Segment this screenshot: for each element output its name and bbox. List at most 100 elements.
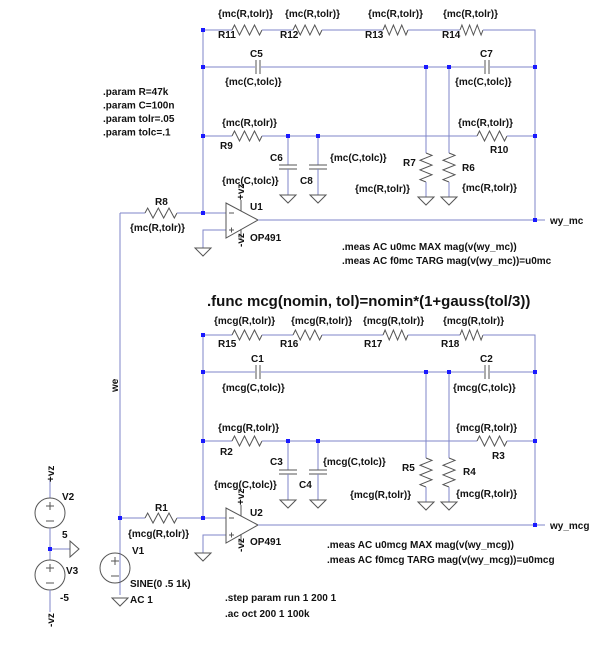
capacitor-C4[interactable] <box>309 469 327 475</box>
resistor-R13[interactable] <box>382 23 409 37</box>
capacitor-C7-gap <box>484 60 490 74</box>
capacitor-C5-gap <box>255 60 261 74</box>
resistor-R6[interactable] <box>441 152 457 183</box>
resistor-R11[interactable] <box>231 23 263 37</box>
label: {mc(R,tolr)} <box>368 9 423 20</box>
opamp-U1[interactable] <box>225 202 260 239</box>
capacitor-C6[interactable] <box>279 164 297 170</box>
label: .func mcg(nomin, tol)=nomin*(1+gauss(tol… <box>207 293 530 310</box>
label: R10 <box>490 145 509 156</box>
resistor-R15[interactable] <box>231 328 263 342</box>
capacitor-C2[interactable] <box>484 365 490 379</box>
ground-icon <box>69 539 80 559</box>
label: R12 <box>280 30 299 41</box>
label: SINE(0 .5 1k) <box>130 579 191 590</box>
wire[interactable] <box>202 534 226 553</box>
ground-icon <box>193 247 213 257</box>
capacitor-C1[interactable] <box>255 365 261 379</box>
label: OP491 <box>250 537 282 548</box>
label: {mcg(R,tolr)} <box>350 490 411 501</box>
resistor-R1[interactable] <box>144 511 178 525</box>
label: -vz <box>236 233 247 247</box>
label: {mcg(C,tolc)} <box>222 383 285 394</box>
label: wy_mcg <box>549 521 589 532</box>
resistor-R8[interactable] <box>144 206 178 220</box>
label: {mcg(R,tolr)} <box>214 316 275 327</box>
label: .param tolr=.05 <box>103 114 175 125</box>
label: C7 <box>480 49 493 60</box>
label: C2 <box>480 354 493 365</box>
label: we <box>110 378 121 393</box>
label: wy_mc <box>549 216 584 227</box>
wire[interactable] <box>483 29 536 220</box>
label: 5 <box>62 530 68 541</box>
resistor-R14[interactable] <box>459 23 484 37</box>
junction-node <box>286 439 290 443</box>
capacitor-C8[interactable] <box>309 164 327 170</box>
resistor-R17[interactable] <box>382 328 409 342</box>
voltage-source-V1[interactable] <box>99 552 131 584</box>
label: .param tolc=.1 <box>103 128 171 139</box>
resistor-R7[interactable] <box>418 152 434 183</box>
label: .meas AC f0mcg TARG mag(v(wy_mcg))=u0mcg <box>327 555 555 566</box>
label: {mcg(C,tolc)} <box>214 480 277 491</box>
junction-node <box>201 370 205 374</box>
resistor-R12[interactable] <box>292 23 323 37</box>
resistor-R4[interactable] <box>441 457 457 488</box>
capacitor-C3[interactable] <box>279 469 297 475</box>
label: +vz <box>236 184 247 200</box>
label: {mcg(R,tolr)} <box>291 316 352 327</box>
resistor-R18[interactable] <box>459 328 484 342</box>
label: {mc(R,tolr)} <box>355 184 410 195</box>
capacitor-C5[interactable] <box>255 60 261 74</box>
label: .meas AC u0mc MAX mag(v(wy_mc)) <box>342 242 517 253</box>
capacitor-C7[interactable] <box>484 60 490 74</box>
voltage-source-V1-polarity <box>111 557 119 577</box>
wire[interactable] <box>202 229 226 248</box>
label: V2 <box>62 492 75 503</box>
resistor-R5[interactable] <box>418 457 434 488</box>
label: {mcg(R,tolr)} <box>443 316 504 327</box>
label: C5 <box>250 49 263 60</box>
ground-icon <box>416 501 436 511</box>
junction-node <box>533 218 537 222</box>
junction-node <box>533 65 537 69</box>
resistor-R10[interactable] <box>476 129 508 143</box>
label: {mcg(R,tolr)} <box>218 423 279 434</box>
wire[interactable] <box>483 334 536 525</box>
label: .meas AC f0mc TARG mag(v(wy_mc))=u0mc <box>342 256 552 267</box>
resistor-R3[interactable] <box>476 434 508 448</box>
label: AC 1 <box>130 595 153 606</box>
junction-node <box>316 439 320 443</box>
label: .param R=47k <box>103 87 169 98</box>
ground-icon <box>439 501 459 511</box>
opamp-U1-pins <box>229 200 242 240</box>
label: .ac oct 200 1 100k <box>225 609 310 620</box>
label: -5 <box>60 593 69 604</box>
ground-icon <box>308 499 328 509</box>
ground-icon <box>308 194 328 204</box>
resistor-R16[interactable] <box>292 328 323 342</box>
label: +vz <box>46 466 57 482</box>
label: R18 <box>441 339 460 350</box>
label: R4 <box>463 467 476 478</box>
ground-icon <box>193 552 213 562</box>
label: C6 <box>270 153 283 164</box>
label: {mcg(R,tolr)} <box>456 423 517 434</box>
junction-node <box>533 523 537 527</box>
voltage-source-V2-polarity <box>46 502 54 522</box>
resistor-R2[interactable] <box>231 434 263 448</box>
label: C4 <box>299 480 312 491</box>
voltage-source-V3-polarity <box>46 564 54 584</box>
label: +vz <box>236 489 247 505</box>
label: {mcg(R,tolr)} <box>456 489 517 500</box>
resistor-R9[interactable] <box>231 129 263 143</box>
opamp-U2[interactable] <box>225 507 260 544</box>
junction-node <box>424 370 428 374</box>
label: {mcg(C,tolc)} <box>453 383 516 394</box>
label: R9 <box>220 141 233 152</box>
label: .step param run 1 200 1 <box>225 593 337 604</box>
label: R14 <box>442 30 461 41</box>
